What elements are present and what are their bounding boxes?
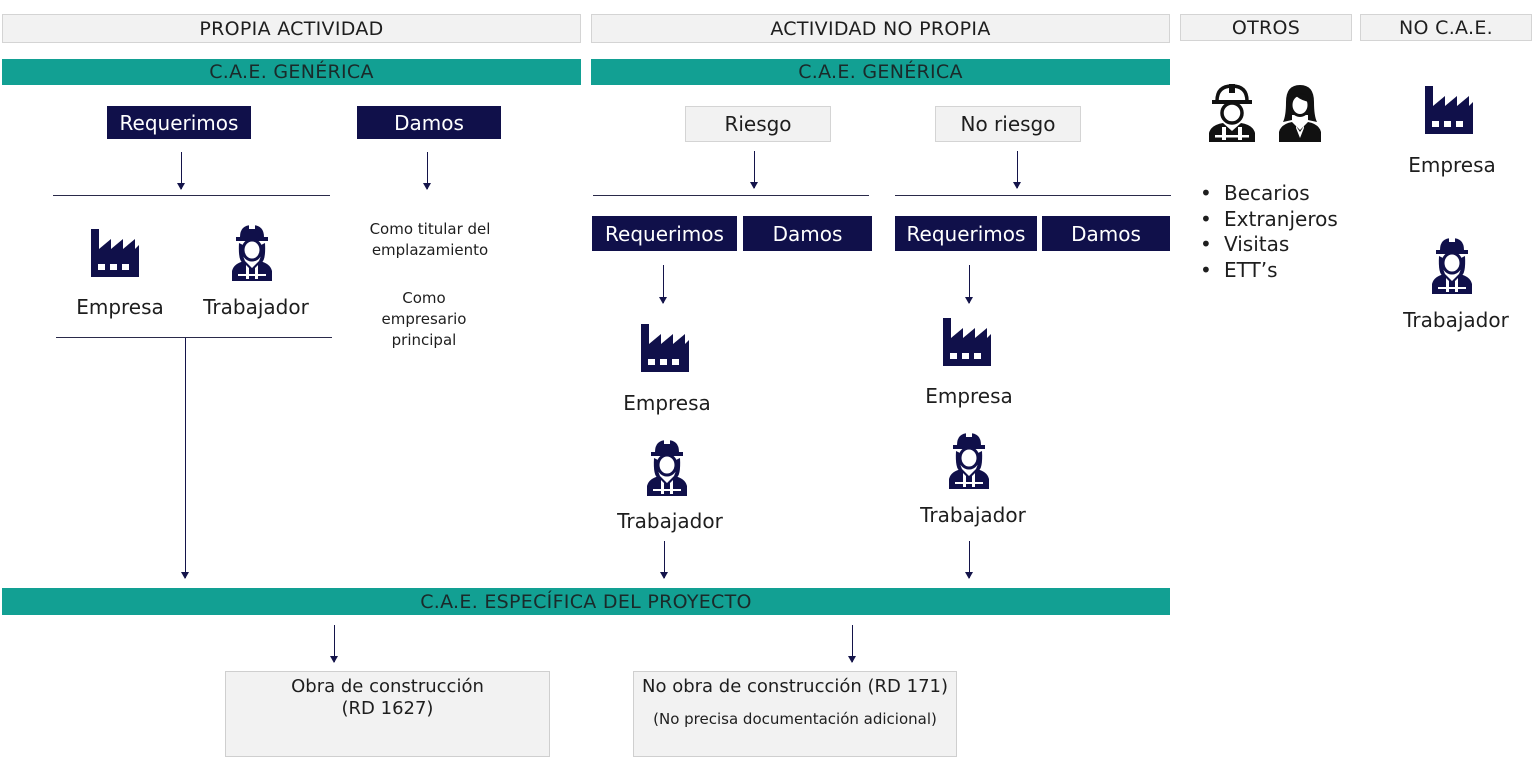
- header-actividad-no-propia: ACTIVIDAD NO PROPIA: [591, 14, 1170, 43]
- list-item: Becarios: [1198, 181, 1358, 207]
- female-worker-helmet-icon: [228, 221, 276, 281]
- divider-riesgo: [593, 195, 869, 196]
- no-riesgo-damos-box: Damos: [1042, 216, 1170, 251]
- propia-empresa-label: Empresa: [76, 295, 164, 319]
- factory-icon: [941, 316, 993, 368]
- riesgo-box: Riesgo: [685, 106, 831, 142]
- propia-damos-box: Damos: [357, 106, 501, 139]
- riesgo-empresa-label: Empresa: [623, 391, 711, 415]
- no-riesgo-damos-label: Damos: [1071, 221, 1141, 246]
- no-cae-trabajador-label: Trabajador: [1403, 308, 1509, 332]
- band-cae-especifica-label: C.A.E. ESPECÍFICA DEL PROYECTO: [420, 590, 752, 613]
- no-obra-construccion-box: No obra de construcción (RD 171) (No pre…: [633, 671, 957, 757]
- divider-propia-top: [53, 195, 330, 196]
- no-riesgo-empresa-label: Empresa: [925, 384, 1013, 408]
- no-riesgo-trabajador-label: Trabajador: [920, 503, 1026, 527]
- factory-icon: [89, 227, 141, 279]
- header-no-cae: NO C.A.E.: [1360, 14, 1532, 41]
- riesgo-requerimos-label: Requerimos: [605, 221, 724, 246]
- header-no-cae-label: NO C.A.E.: [1399, 16, 1493, 39]
- band-cae-especifica-proyecto: C.A.E. ESPECÍFICA DEL PROYECTO: [2, 588, 1170, 615]
- obra-line-1: Obra de construcción: [291, 676, 484, 697]
- band-cae-generica-no-propia: C.A.E. GENÉRICA: [591, 59, 1170, 85]
- arrow-riesgo: [750, 151, 758, 189]
- businesswoman-icon: [1276, 82, 1324, 142]
- no-riesgo-label: No riesgo: [960, 112, 1056, 136]
- no-riesgo-requerimos-box: Requerimos: [895, 216, 1037, 251]
- propia-requerimos-label: Requerimos: [119, 110, 239, 135]
- riesgo-damos-box: Damos: [743, 216, 872, 251]
- otros-list: Becarios Extranjeros Visitas ETT’s: [1198, 181, 1358, 283]
- arrow-riesgo-requerimos: [659, 265, 667, 304]
- riesgo-damos-label: Damos: [772, 221, 843, 246]
- divider-propia-bottom: [56, 337, 332, 338]
- factory-icon: [639, 322, 691, 374]
- arrow-propia-damos: [423, 152, 431, 190]
- riesgo-label: Riesgo: [724, 112, 792, 136]
- band-cae-generica-no-propia-label: C.A.E. GENÉRICA: [798, 61, 963, 83]
- female-worker-helmet-icon: [643, 436, 691, 496]
- propia-requerimos-box: Requerimos: [107, 106, 251, 139]
- obra-line-2: (RD 1627): [341, 698, 434, 719]
- arrow-propia-to-especifica: [181, 338, 189, 579]
- header-no-propia-label: ACTIVIDAD NO PROPIA: [770, 17, 991, 40]
- no-riesgo-box: No riesgo: [935, 106, 1081, 142]
- list-item: ETT’s: [1198, 258, 1358, 284]
- female-worker-helmet-icon: [1428, 234, 1476, 294]
- header-propia-label: PROPIA ACTIVIDAD: [199, 17, 384, 40]
- arrow-propia-requerimos: [177, 152, 185, 190]
- obra-construccion-box: Obra de construcción (RD 1627): [225, 671, 550, 757]
- arrow-to-obra: [330, 625, 338, 663]
- arrow-no-riesgo-to-especifica: [965, 541, 973, 579]
- riesgo-trabajador-label: Trabajador: [617, 509, 723, 533]
- no-obra-line-1: No obra de construcción (RD 171): [642, 676, 948, 697]
- no-cae-empresa-label: Empresa: [1408, 153, 1496, 177]
- female-worker-helmet-icon: [945, 429, 993, 489]
- no-riesgo-requerimos-label: Requerimos: [906, 221, 1026, 246]
- header-propia-actividad: PROPIA ACTIVIDAD: [2, 14, 581, 43]
- male-worker-helmet-icon: [1206, 82, 1258, 142]
- header-otros-label: OTROS: [1231, 16, 1301, 39]
- factory-icon: [1423, 84, 1475, 136]
- arrow-to-no-obra: [848, 625, 856, 663]
- arrow-riesgo-to-especifica: [660, 541, 668, 579]
- band-cae-generica-propia-label: C.A.E. GENÉRICA: [209, 61, 374, 83]
- damos-note-empresario: Como empresario principal: [381, 289, 467, 349]
- arrow-no-riesgo: [1013, 151, 1021, 189]
- propia-damos-label: Damos: [394, 110, 464, 135]
- list-item: Extranjeros: [1198, 207, 1358, 233]
- list-item: Visitas: [1198, 232, 1358, 258]
- no-obra-line-2: (No precisa documentación adicional): [653, 710, 937, 728]
- header-otros: OTROS: [1180, 14, 1352, 41]
- divider-no-riesgo: [895, 195, 1171, 196]
- riesgo-requerimos-box: Requerimos: [592, 216, 737, 251]
- band-cae-generica-propia: C.A.E. GENÉRICA: [2, 59, 581, 85]
- damos-note-titular: Como titular del emplazamiento: [369, 220, 491, 259]
- arrow-no-riesgo-requerimos: [965, 265, 973, 304]
- propia-trabajador-label: Trabajador: [203, 295, 309, 319]
